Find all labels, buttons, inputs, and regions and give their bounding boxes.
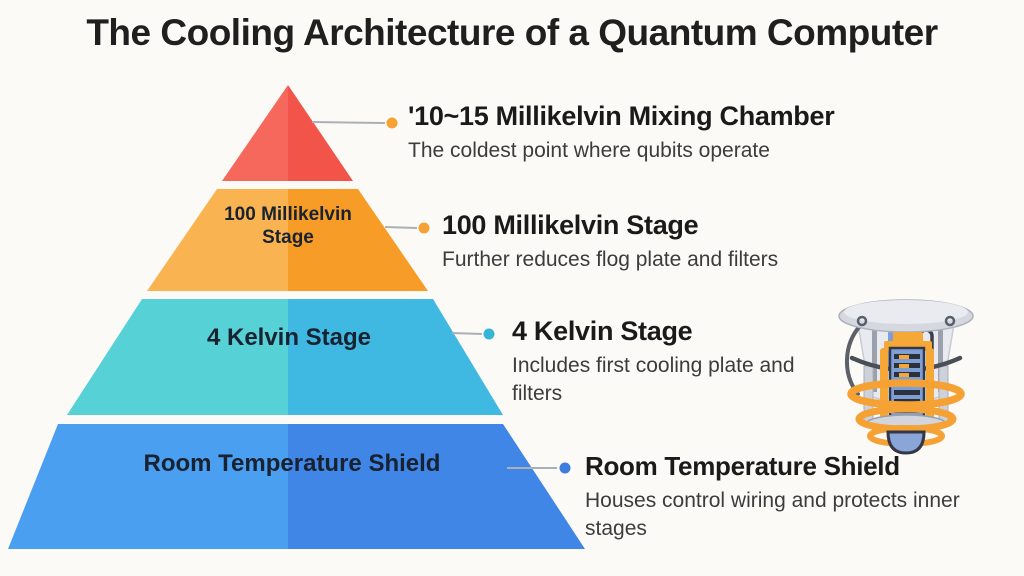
connector-line-mixing-chamber	[311, 121, 386, 124]
callout-mixing-chamber-heading: '10~15 Millikelvin Mixing Chamber	[408, 101, 835, 131]
connector-line-100mk	[384, 226, 418, 229]
pyramid-label-100mk-line2: Stage	[262, 227, 314, 248]
support-rod-right	[938, 324, 943, 392]
callout-100mk-stage-heading: 100 Millikelvin Stage	[442, 210, 699, 240]
callout-connectors	[311, 117, 571, 474]
mount-tab-right	[944, 315, 956, 327]
pyramid-layer-100mk-right	[288, 189, 428, 291]
column-connector-pins	[899, 355, 909, 377]
pyramid-layer-room-temp-right	[288, 424, 585, 549]
pyramid-label-4k-stage: 4 Kelvin Stage	[206, 324, 372, 351]
connector-dot-mixing-chamber	[386, 117, 398, 129]
page-title: The Cooling Architecture of a Quantum Co…	[86, 12, 938, 53]
pyramid-label-100mk-stage: 100 Millikelvin Stage	[178, 203, 398, 249]
pyramid-label-100mk-line1: 100 Millikelvin	[224, 204, 352, 225]
mount-tab-left	[856, 315, 868, 327]
pyramid-layer-mixing-chamber-right	[288, 85, 353, 181]
callout-4k-stage-heading: 4 Kelvin Stage	[512, 316, 693, 346]
connector-dot-100mk	[418, 222, 430, 234]
thermal-ring-upper	[847, 379, 965, 409]
callout-mixing-chamber: '10~15 Millikelvin Mixing Chamber The co…	[408, 101, 835, 165]
pyramid-layer-room-temp-left	[8, 424, 288, 549]
connector-dot-room-temp	[559, 462, 571, 474]
pyramid-layer-4k-left	[67, 299, 288, 415]
pyramid-layer-4k-right	[288, 299, 503, 415]
pyramid-diagram	[8, 85, 585, 549]
callout-4k-stage: 4 Kelvin Stage Includes first cooling pl…	[512, 316, 807, 408]
mixing-chamber-dome	[886, 430, 926, 455]
pyramid-layer-mixing-chamber-left	[222, 85, 288, 181]
callout-mixing-chamber-description: The coldest point where qubits operate	[408, 139, 770, 162]
callout-room-temp-shield-description: Houses control wiring and protects inner…	[585, 489, 960, 540]
callout-100mk-stage: 100 Millikelvin Stage Further reduces fl…	[442, 210, 778, 274]
pyramid-label-room-temp-shield: Room Temperature Shield	[143, 450, 441, 477]
callout-room-temp-shield-heading: Room Temperature Shield	[585, 451, 900, 481]
callout-100mk-stage-description: Further reduces flog plate and filters	[442, 248, 779, 271]
connector-line-4k	[451, 332, 483, 335]
dilution-refrigerator-illustration	[838, 299, 974, 455]
top-plate-surface	[844, 300, 968, 324]
callout-room-temp-shield: Room Temperature Shield Houses control w…	[585, 451, 1024, 543]
connector-dot-4k	[483, 328, 495, 340]
support-rod-left	[872, 324, 877, 392]
callout-4k-stage-description: Includes first cooling plate and filters	[512, 354, 795, 405]
pyramid-layer-100mk-left	[147, 189, 288, 291]
